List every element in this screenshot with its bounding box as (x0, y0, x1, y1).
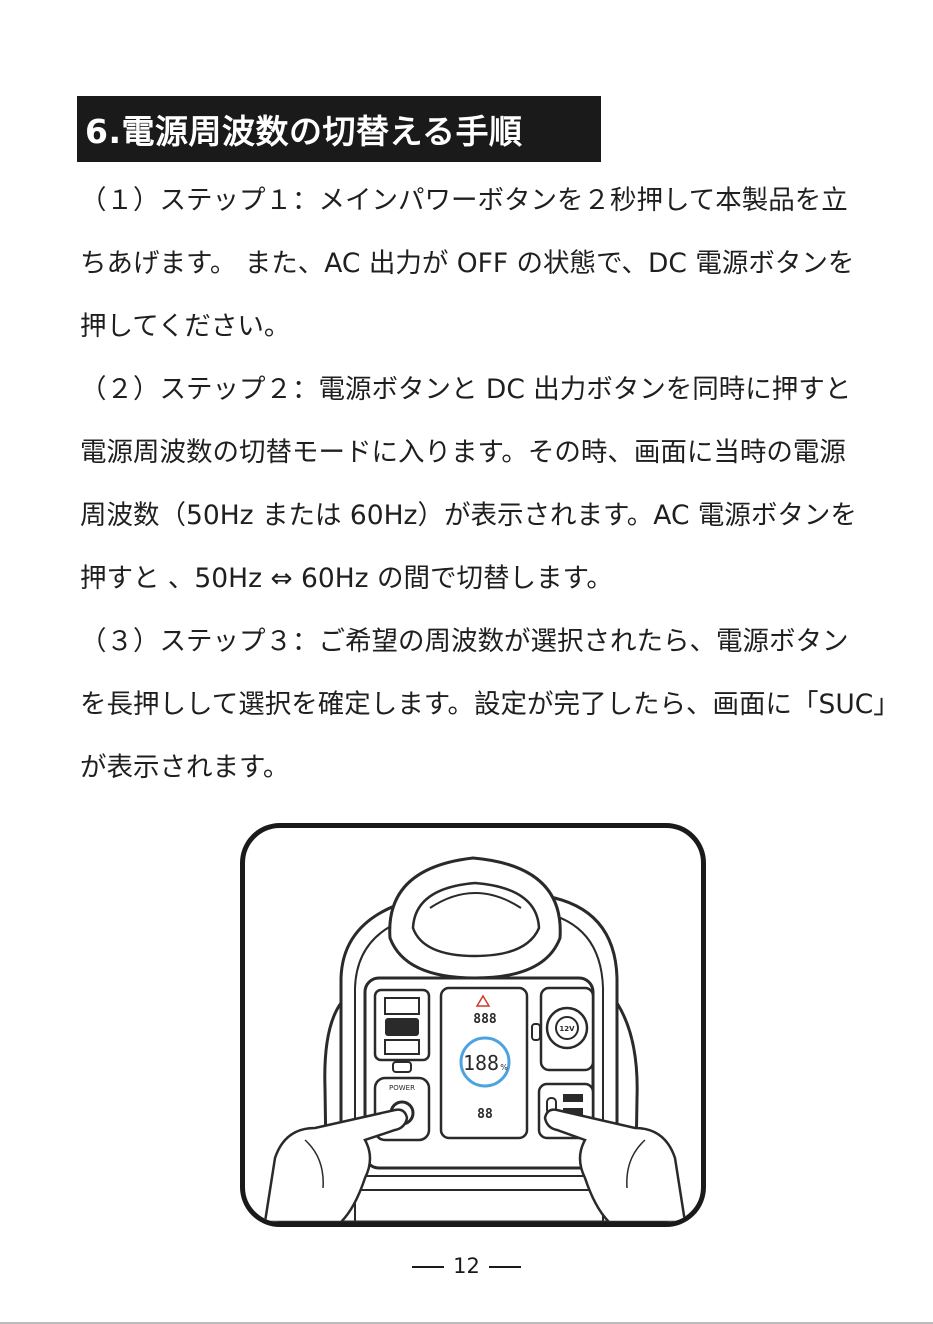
section-heading-text: 6.電源周波数の切替える手順 (85, 112, 523, 151)
instruction-line: 押すと 、50Hz ⇔ 60Hz の間で切替します。 (80, 563, 613, 594)
instruction-line: （１）ステップ１：メインパワーボタンを２秒押して本製品を立 (80, 185, 848, 216)
lcd-bottom-readout: 88 (477, 1107, 493, 1122)
lcd-percent-unit: % (500, 1063, 508, 1072)
lcd-display: 888 188 % 88 (439, 986, 529, 1140)
page-number: 12 (0, 1254, 933, 1278)
instruction-line: （３）ステップ３：ご希望の周波数が選択されたら、電源ボタン (80, 626, 849, 657)
socket-label: 12V (559, 1025, 575, 1033)
instruction-line: を長押しして選択を確定します。設定が完了したら、画面に「SUC」 (80, 689, 900, 720)
power-station-drawing: POWER 888 188 % 88 12V (263, 856, 687, 1222)
section-heading: 6.電源周波数の切替える手順 (77, 96, 601, 162)
lcd-top-readout: 888 (473, 1012, 497, 1027)
lcd-percent-readout: 188 (463, 1051, 499, 1075)
instruction-line: 電源周波数の切替モードに入ります。その時、画面に当時の電源 (80, 437, 846, 468)
ac-outlet-icon (373, 988, 431, 1073)
power-label: POWER (389, 1084, 415, 1092)
car-socket-icon: 12V (531, 986, 595, 1072)
page-number-text: 12 (453, 1254, 480, 1278)
bottom-rule (0, 1322, 933, 1324)
page-number-dash (412, 1266, 445, 1268)
instruction-body: （１）ステップ１：メインパワーボタンを２秒押して本製品を立 ちあげます。 また、… (80, 178, 900, 808)
warning-triangle-icon (475, 994, 491, 1007)
instruction-line: 周波数（50Hz または 60Hz）が表示されます。AC 電源ボタンを (80, 500, 857, 531)
instruction-line: が表示されます。 (80, 752, 290, 783)
pointing-hand-icon (543, 1108, 687, 1222)
instruction-line: 押してください。 (80, 311, 291, 342)
instruction-line: ちあげます。 また、AC 出力が OFF の状態で、DC 電源ボタンを (80, 248, 855, 279)
page-number-dash (488, 1266, 521, 1268)
device-illustration: POWER 888 188 % 88 12V (240, 823, 706, 1227)
pointing-hand-icon (263, 1108, 409, 1222)
instruction-line: （２）ステップ２：電源ボタンと DC 出力ボタンを同時に押すと (80, 374, 852, 405)
